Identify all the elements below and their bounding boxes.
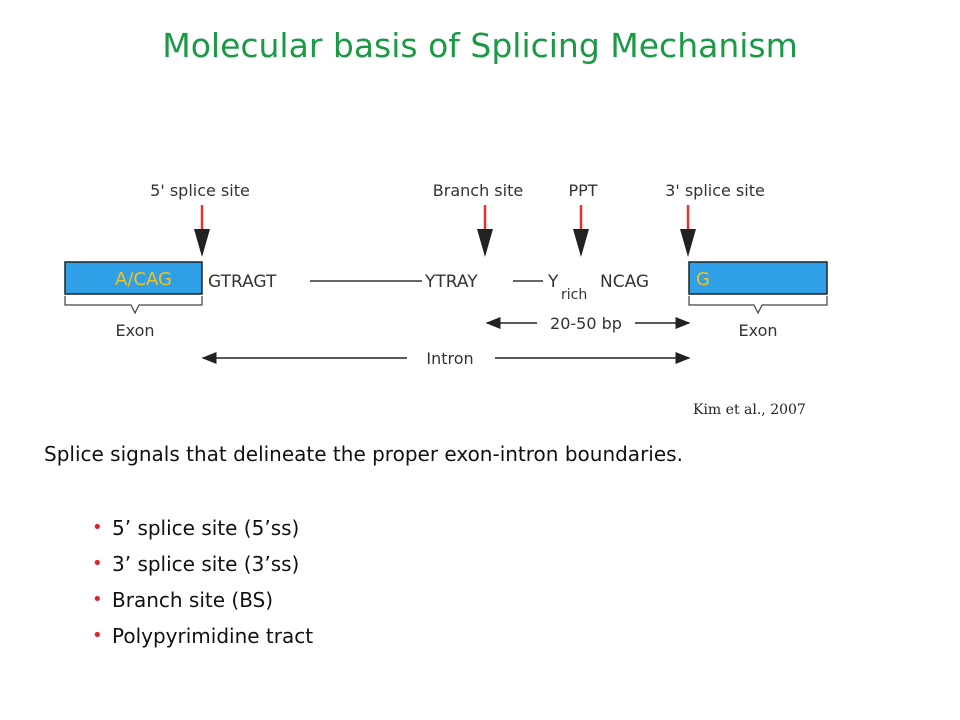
bullet-text: 3’ splice site (3’ss): [112, 552, 300, 576]
right-exon-box: [688, 261, 828, 295]
bullet-item: • Branch site (BS): [92, 586, 313, 622]
three-prime-marker: [680, 205, 696, 257]
splice-site-diagram: 5' splice site Branch site PPT 3' splice…: [64, 181, 828, 368]
five-prime-splice-site-label: 5' splice site: [150, 181, 250, 200]
bullet-dot-icon: •: [92, 517, 103, 538]
intro-text: Splice signals that delineate the proper…: [44, 442, 683, 466]
bullet-dot-icon: •: [92, 553, 103, 574]
ppt-label: PPT: [568, 181, 597, 200]
bullet-dot-icon: •: [92, 625, 103, 646]
distance-label: 20-50 bp: [550, 314, 622, 333]
branch-site-label: Branch site: [433, 181, 523, 200]
bullet-text: 5’ splice site (5’ss): [112, 516, 300, 540]
bullet-item: • 3’ splice site (3’ss): [92, 550, 313, 586]
bullet-dot-icon: •: [92, 589, 103, 610]
bullet-list: • 5’ splice site (5’ss) • 3’ splice site (…: [92, 514, 313, 658]
left-exon-label: Exon: [115, 321, 154, 340]
branch-site-marker: [477, 205, 493, 257]
page-title: Molecular basis of Splicing Mechanism: [162, 26, 798, 65]
bullet-item: • 5’ splice site (5’ss): [92, 514, 313, 550]
bullet-text: Polypyrimidine tract: [112, 624, 314, 648]
five-prime-marker: [194, 205, 210, 257]
left-exon-sequence: A/CAG: [115, 269, 172, 290]
citation: Kim et al., 2007: [693, 402, 806, 418]
three-prime-splice-site-label: 3' splice site: [665, 181, 765, 200]
ppt-rich-subscript: rich: [561, 287, 587, 303]
bullet-item: • Polypyrimidine tract: [92, 622, 313, 658]
right-exon-label: Exon: [738, 321, 777, 340]
left-exon-brace: [64, 296, 203, 315]
intron-label: Intron: [426, 349, 473, 368]
ppt-y-letter: Y: [547, 272, 559, 292]
right-exon-sequence: G: [696, 269, 710, 290]
three-prime-ss-sequence: NCAG: [600, 272, 649, 292]
bullet-text: Branch site (BS): [112, 588, 274, 612]
branch-site-sequence: YTRAY: [424, 272, 478, 292]
right-exon-brace: [688, 296, 828, 315]
intron-5ss-sequence: GTRAGT: [208, 272, 277, 292]
left-exon-box: [64, 261, 203, 295]
ppt-marker: [573, 205, 589, 257]
